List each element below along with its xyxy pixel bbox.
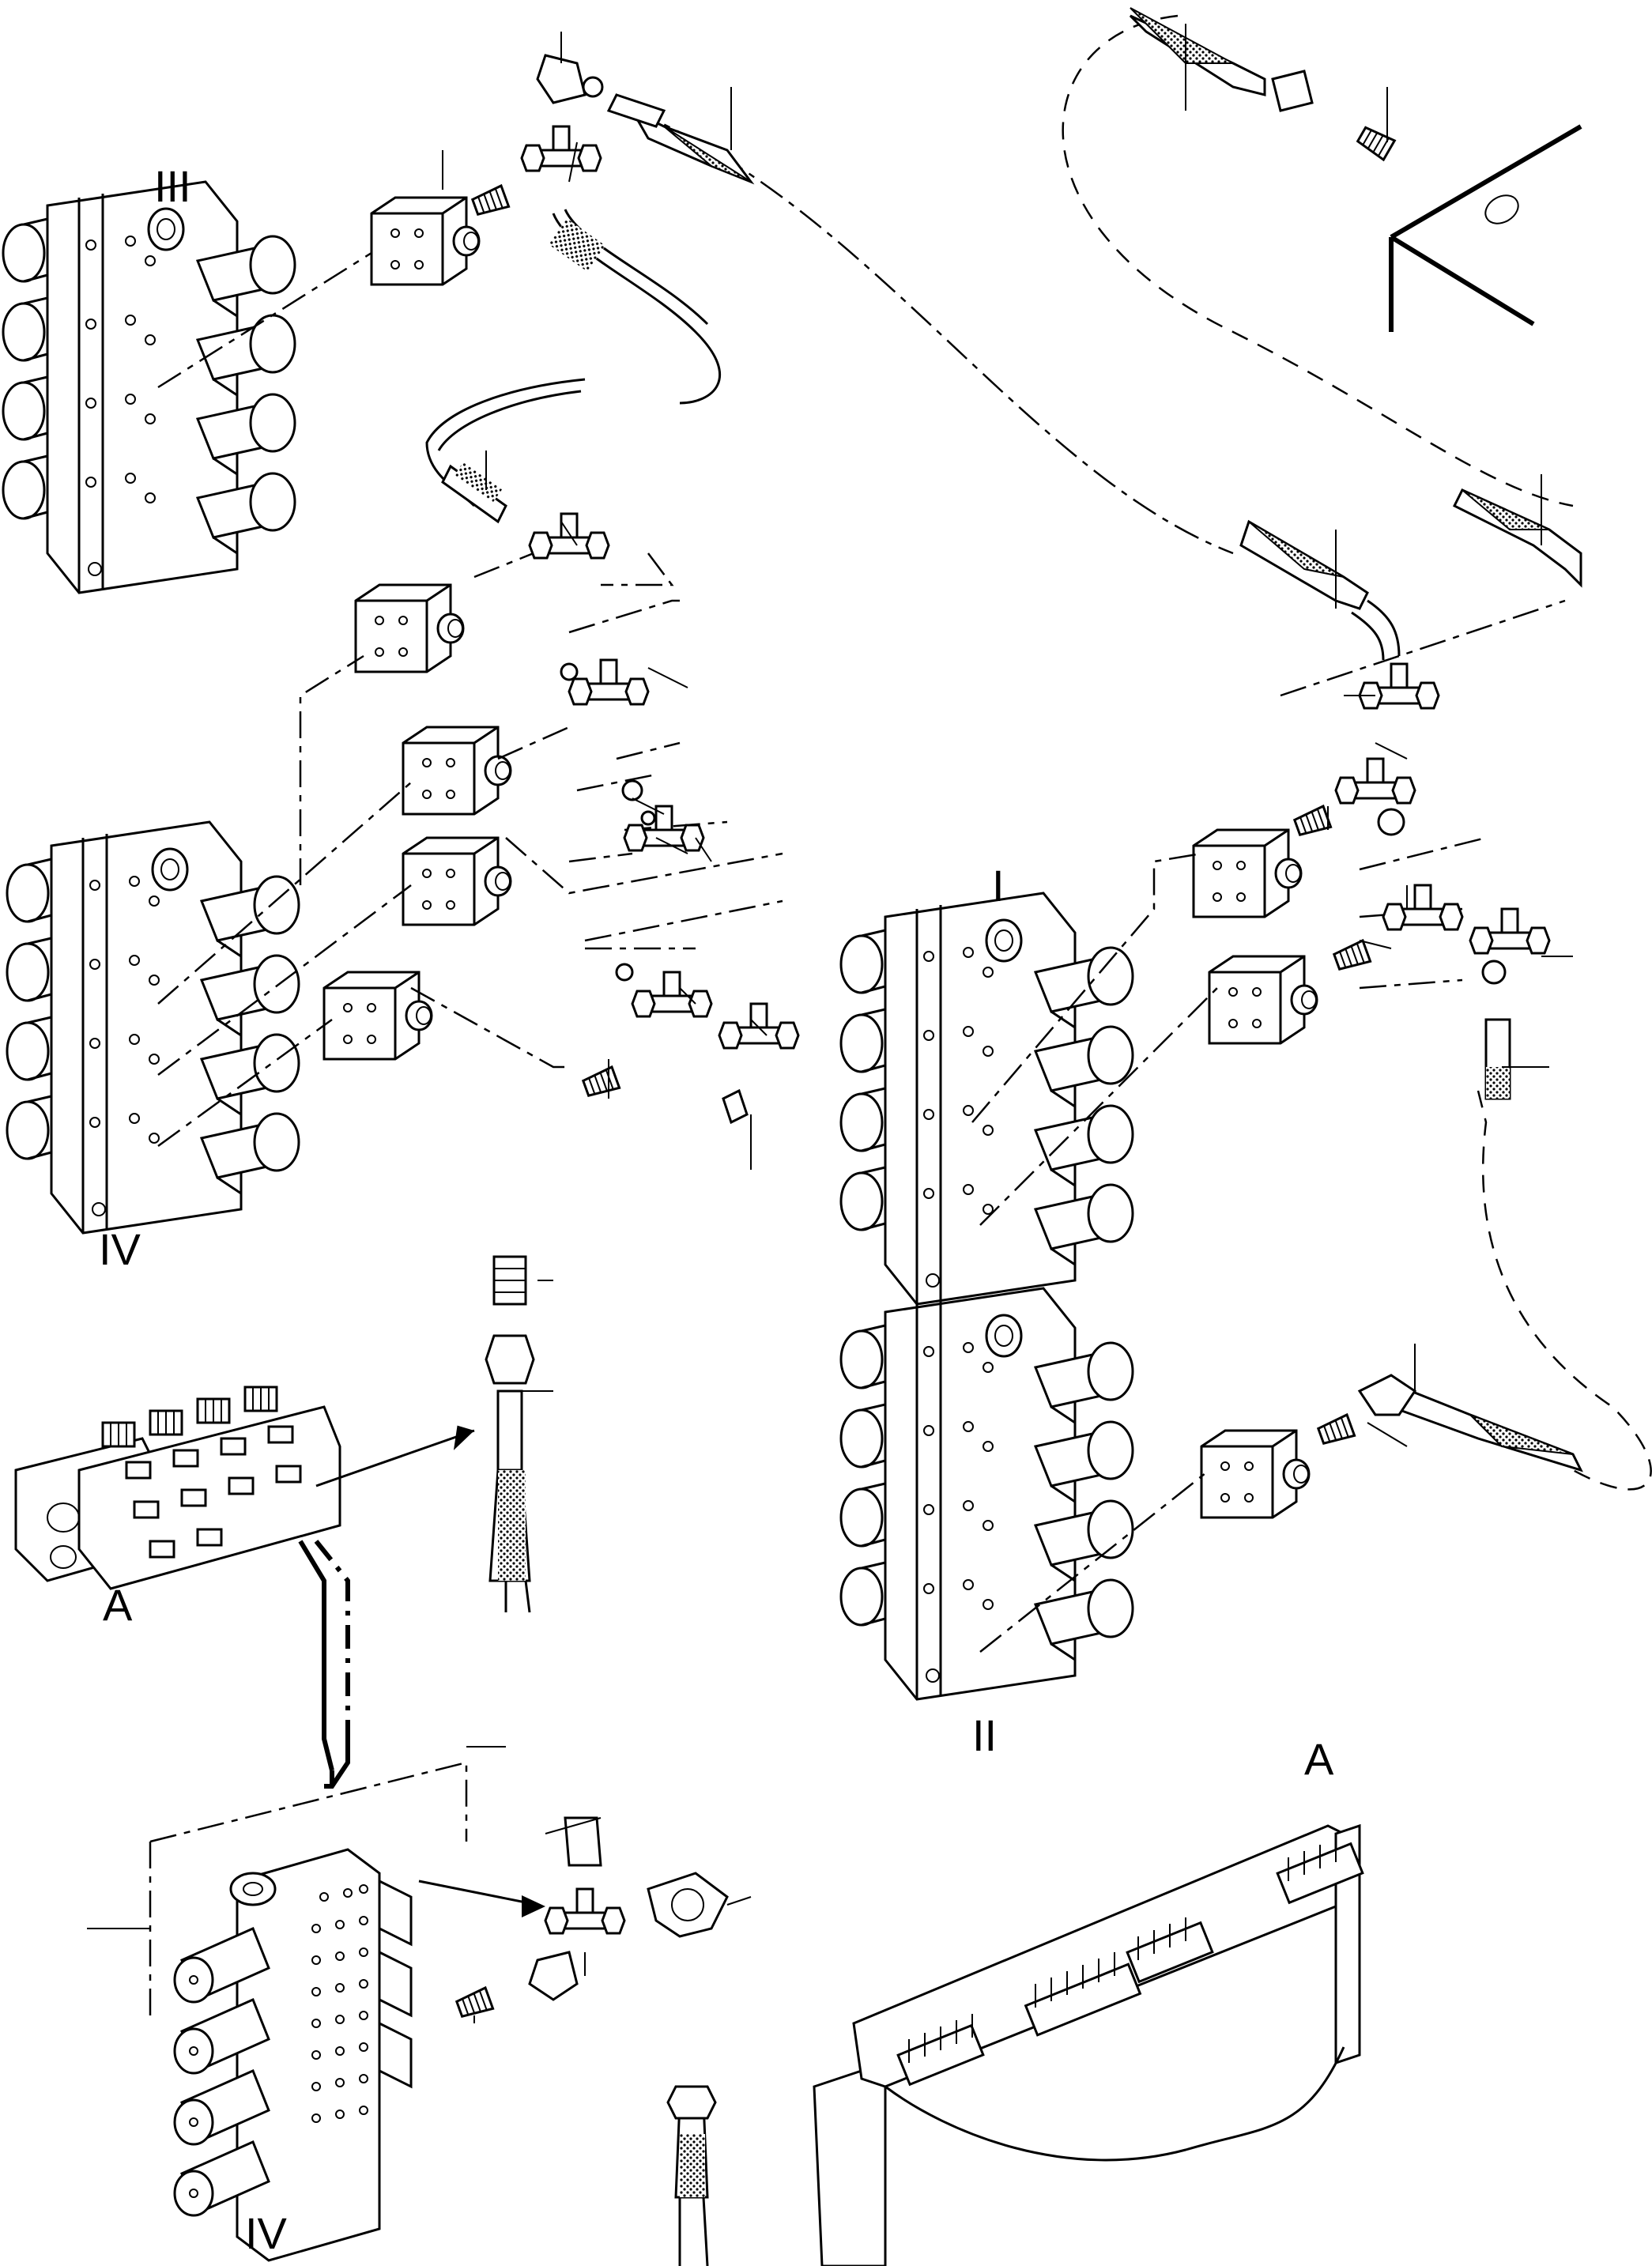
leader-lines <box>87 24 1573 2023</box>
solenoid-block-IV-4 <box>322 971 433 1061</box>
hoses <box>425 7 1583 2266</box>
valve-bank-III <box>2 180 296 594</box>
label-valve-I: I <box>992 861 1005 911</box>
label-ref-A-right: A <box>1304 1734 1334 1784</box>
solenoid-block-II <box>1200 1429 1311 1519</box>
label-valve-IV-top: IV <box>99 1224 141 1274</box>
valve-bank-IV-top <box>6 820 300 1235</box>
cabinet-panel <box>813 1823 1364 2266</box>
solenoid-block-III <box>370 196 481 286</box>
label-valve-III: III <box>154 161 191 211</box>
fittings <box>454 54 1551 2120</box>
solenoid-block-I-2 <box>1208 955 1318 1045</box>
label-ref-A-left: A <box>103 1580 133 1630</box>
dash-lines <box>157 14 1652 1653</box>
label-valve-IV-bottom: IV <box>245 2208 288 2258</box>
solenoid-block-IV-3 <box>402 836 512 926</box>
bulkhead-panel <box>1389 124 1582 332</box>
manifold-A <box>14 1386 475 1789</box>
valve-bank-II <box>839 1287 1134 1701</box>
valve-bank-I <box>839 892 1134 1306</box>
solenoid-block-IV-2 <box>402 726 512 816</box>
solenoid-block-I-1 <box>1192 828 1303 918</box>
valve-bank-IV-bottom <box>149 1761 545 2262</box>
solenoid-block-IV-1 <box>354 583 465 673</box>
label-valve-II: II <box>972 1710 997 1760</box>
